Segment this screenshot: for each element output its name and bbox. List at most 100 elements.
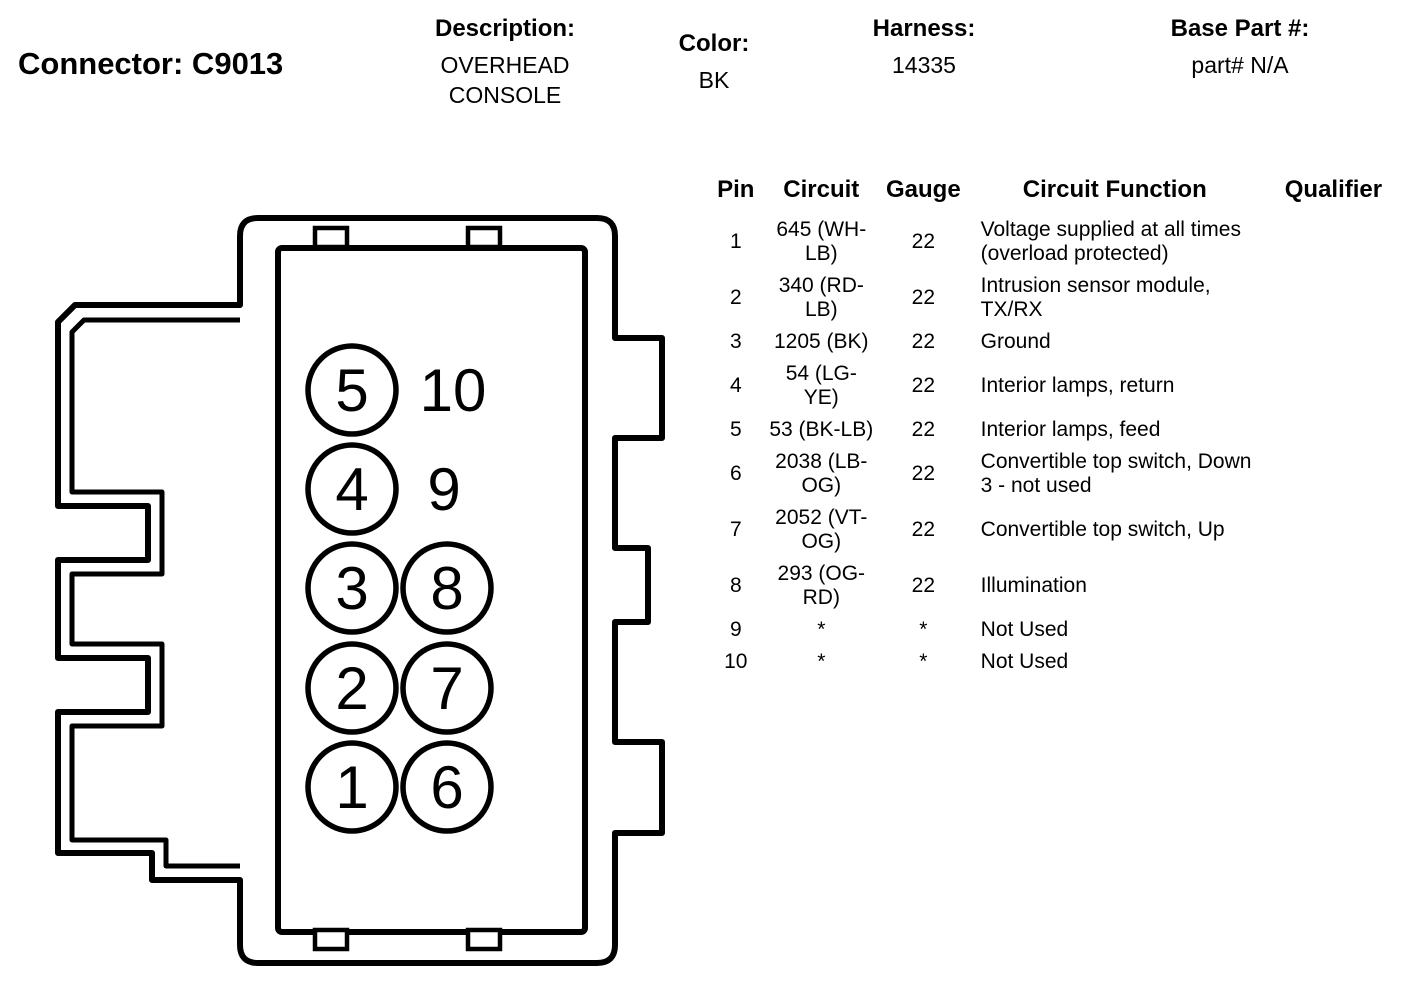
function-cell: Illumination bbox=[980, 574, 1087, 597]
circuit-cell: 1205 (BK) bbox=[774, 330, 869, 353]
description-label: Description: bbox=[434, 15, 575, 42]
pin-label-8: 8 bbox=[430, 555, 463, 622]
pin-cell: 3 bbox=[729, 330, 742, 353]
alignment-tab bbox=[312, 927, 350, 952]
table-row: 2 340 (RD-LB) 22 Intrusion sensor module… bbox=[705, 270, 1408, 326]
harness-label: Harness: bbox=[872, 15, 976, 42]
color-label: Color: bbox=[678, 30, 750, 57]
gauge-cell: 22 bbox=[911, 230, 935, 253]
pin-label-2: 2 bbox=[335, 655, 368, 722]
base-part-label: Base Part #: bbox=[1170, 15, 1310, 42]
pin-cell: 9 bbox=[729, 618, 742, 641]
pin-cell: 6 bbox=[729, 462, 742, 485]
gauge-cell: 22 bbox=[911, 418, 935, 441]
alignment-tab bbox=[312, 225, 350, 250]
gauge-cell: * bbox=[919, 650, 928, 673]
pin-cavity-5 bbox=[305, 343, 399, 437]
pin-cell: 4 bbox=[729, 374, 742, 397]
pin-label-7: 7 bbox=[430, 655, 463, 722]
pin-label-1: 1 bbox=[335, 754, 368, 821]
pin-label-5: 5 bbox=[335, 357, 368, 424]
gauge-cell: * bbox=[919, 618, 928, 641]
pin-cell: 5 bbox=[729, 418, 742, 441]
color-block: Color: BK bbox=[658, 31, 770, 95]
function-cell: Not Used bbox=[980, 650, 1069, 673]
gauge-cell: 22 bbox=[911, 286, 935, 309]
circuit-cell: 2038 (LB-OG) bbox=[775, 450, 868, 497]
pin-cell: 2 bbox=[729, 286, 742, 309]
color-value: BK bbox=[698, 67, 730, 93]
pin-cavity-4 bbox=[305, 442, 399, 536]
base-part-value: part# N/A bbox=[1191, 52, 1289, 78]
housing-inner-wall bbox=[275, 245, 588, 935]
function-cell: Convertible top switch, Up bbox=[980, 518, 1225, 541]
qualifier-cell bbox=[1259, 326, 1408, 358]
pin-cavity-8 bbox=[400, 541, 494, 635]
table-row: 9 * * Not Used bbox=[705, 614, 1408, 646]
col-header-pin: Pin bbox=[717, 176, 755, 203]
function-cell: Not Used bbox=[980, 618, 1069, 641]
circuit-cell: 340 (RD-LB) bbox=[778, 274, 864, 321]
description-block: Description: OVERHEAD CONSOLE bbox=[420, 16, 590, 110]
table-row: 5 53 (BK-LB) 22 Interior lamps, feed bbox=[705, 414, 1408, 446]
pin-cell: 10 bbox=[724, 650, 748, 673]
qualifier-cell bbox=[1259, 446, 1408, 502]
qualifier-cell bbox=[1259, 502, 1408, 558]
pin-label-9: 9 bbox=[427, 456, 460, 523]
harness-value: 14335 bbox=[892, 52, 956, 78]
pin-label-6: 6 bbox=[430, 754, 463, 821]
table-row: 3 1205 (BK) 22 Ground bbox=[705, 326, 1408, 358]
function-cell: Voltage supplied at all times (overload … bbox=[980, 218, 1241, 265]
qualifier-cell bbox=[1259, 214, 1408, 270]
function-cell: Interior lamps, return bbox=[980, 374, 1175, 397]
table-row: 10 * * Not Used bbox=[705, 646, 1408, 678]
pin-cavity-3 bbox=[305, 541, 399, 635]
function-cell: Ground bbox=[980, 330, 1051, 353]
qualifier-cell bbox=[1259, 646, 1408, 678]
table-row: 7 2052 (VT-OG) 22 Convertible top switch… bbox=[705, 502, 1408, 558]
circuit-cell: * bbox=[817, 650, 826, 673]
pin-cell: 7 bbox=[729, 518, 742, 541]
pin-cell: 8 bbox=[729, 574, 742, 597]
circuit-cell: 2052 (VT-OG) bbox=[775, 506, 868, 553]
gauge-cell: 22 bbox=[911, 330, 935, 353]
circuit-cell: 645 (WH-LB) bbox=[776, 218, 867, 265]
pin-cavity-6 bbox=[400, 740, 494, 834]
circuit-cell: * bbox=[817, 618, 826, 641]
connector-face-diagram: 5 10 4 9 3 8 2 7 1 6 bbox=[55, 215, 665, 966]
col-header-qualifier: Qualifier bbox=[1284, 176, 1383, 203]
qualifier-cell bbox=[1259, 558, 1408, 614]
pin-label-4: 4 bbox=[335, 456, 368, 523]
description-value: OVERHEAD CONSOLE bbox=[440, 52, 570, 108]
function-cell: Convertible top switch, Down 3 - not use… bbox=[980, 450, 1252, 497]
circuit-cell: 54 (LG-YE) bbox=[785, 362, 857, 409]
pinout-table-container: Pin Circuit Gauge Circuit Function Quali… bbox=[705, 176, 1408, 678]
gauge-cell: 22 bbox=[911, 462, 935, 485]
pin-cavity-2 bbox=[305, 641, 399, 735]
table-header-row: Pin Circuit Gauge Circuit Function Quali… bbox=[705, 176, 1408, 214]
gauge-cell: 22 bbox=[911, 518, 935, 541]
function-cell: Intrusion sensor module, TX/RX bbox=[980, 274, 1211, 321]
table-row: 8 293 (OG-RD) 22 Illumination bbox=[705, 558, 1408, 614]
qualifier-cell bbox=[1259, 414, 1408, 446]
harness-block: Harness: 14335 bbox=[848, 16, 1000, 80]
table-row: 4 54 (LG-YE) 22 Interior lamps, return bbox=[705, 358, 1408, 414]
connector-title: Connector: C9013 bbox=[18, 46, 284, 81]
pin-label-10: 10 bbox=[420, 357, 487, 424]
pin-cavity-7 bbox=[400, 641, 494, 735]
alignment-tab bbox=[465, 927, 503, 952]
col-header-function: Circuit Function bbox=[1022, 176, 1207, 203]
table-row: 1 645 (WH-LB) 22 Voltage supplied at all… bbox=[705, 214, 1408, 270]
gauge-cell: 22 bbox=[911, 374, 935, 397]
qualifier-cell bbox=[1259, 614, 1408, 646]
function-cell: Interior lamps, feed bbox=[980, 418, 1161, 441]
base-part-block: Base Part #: part# N/A bbox=[1148, 16, 1332, 80]
table-row: 6 2038 (LB-OG) 22 Convertible top switch… bbox=[705, 446, 1408, 502]
pin-label-3: 3 bbox=[335, 555, 368, 622]
qualifier-cell bbox=[1259, 270, 1408, 326]
pin-cavity-1 bbox=[305, 740, 399, 834]
qualifier-cell bbox=[1259, 358, 1408, 414]
flange-inner-wall bbox=[69, 317, 240, 869]
gauge-cell: 22 bbox=[911, 574, 935, 597]
pinout-table: Pin Circuit Gauge Circuit Function Quali… bbox=[705, 176, 1408, 678]
